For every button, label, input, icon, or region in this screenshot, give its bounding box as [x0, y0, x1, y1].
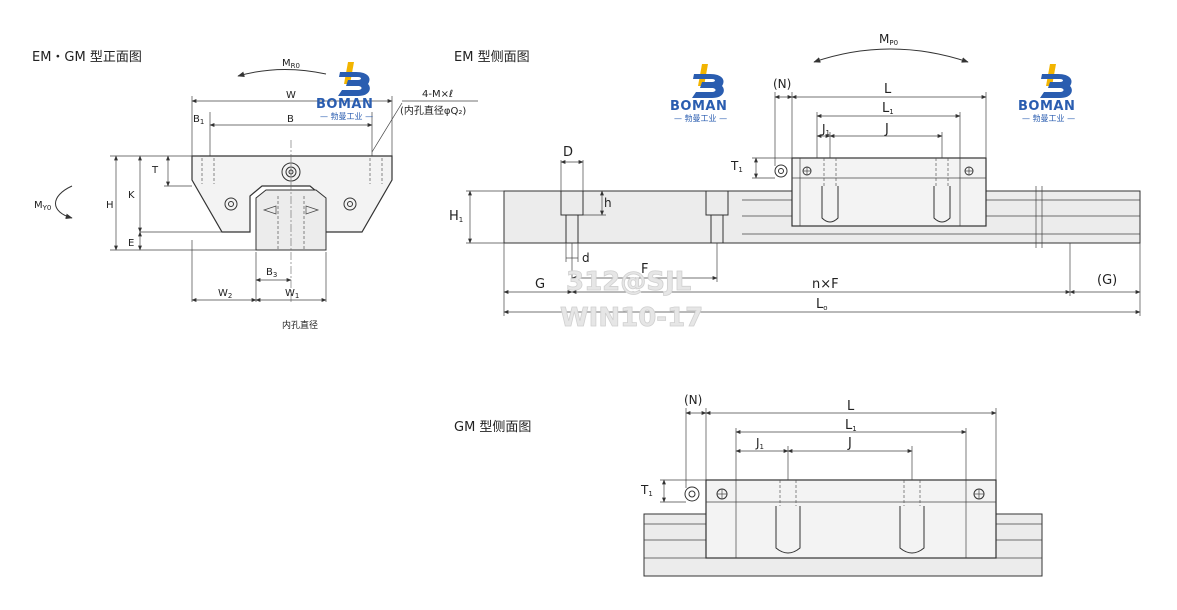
svg-text:— 勃曼工业 —: — 勃曼工业 — — [674, 113, 727, 123]
em-j1-label: J1 — [821, 122, 830, 137]
mp0-label: MP0 — [879, 32, 898, 47]
gm-carriage — [705, 479, 997, 559]
svg-text:BOMAN: BOMAN — [1018, 99, 1075, 114]
boman-logo-1: BOMAN — 勃曼工业 — — [316, 62, 373, 121]
moment-my0-arrow — [55, 185, 73, 220]
em-nf-label: n×F — [812, 277, 839, 292]
em-gp-label: (G) — [1097, 273, 1117, 288]
boman-logo-2: BOMAN — 勃曼工业 — — [670, 64, 727, 123]
em-g-label: G — [535, 277, 545, 292]
gm-j-label: J — [847, 436, 852, 451]
em-j-label: J — [884, 122, 889, 137]
em-grease-nipple — [774, 164, 788, 178]
em-h1-label: H1 — [449, 209, 463, 224]
svg-text:— 勃曼工业 —: — 勃曼工业 — — [320, 111, 373, 121]
w-label: W — [286, 90, 296, 101]
boman-logo-3: BOMAN — 勃曼工业 — — [1018, 64, 1075, 123]
em-l1-label: L1 — [882, 101, 894, 116]
em-l0-label: Lo — [816, 297, 828, 312]
em-n-label: (N) — [773, 77, 791, 91]
b-label: B — [287, 114, 294, 125]
em-l-label: L — [884, 82, 892, 97]
mr0-label: MR0 — [282, 58, 300, 70]
b1-label: B1 — [193, 114, 204, 126]
w2-label: W2 — [218, 288, 232, 300]
em-d-label: D — [563, 145, 573, 160]
watermark-line-1: 312@SJL — [566, 267, 691, 297]
grease-nipple — [281, 162, 301, 182]
em-d-small-label: d — [582, 251, 590, 265]
k-label: K — [128, 190, 135, 201]
svg-text:BOMAN: BOMAN — [316, 97, 373, 112]
w1-label: W1 — [285, 288, 299, 300]
e-label: E — [128, 238, 134, 249]
gm-grease-nipple — [684, 486, 700, 502]
svg-text:— 勃曼工业 —: — 勃曼工业 — — [1022, 113, 1075, 123]
em-f-label: F — [641, 262, 648, 277]
front-view: MR0 W B B1 4-M×ℓ (内孔直径φQ₂) — [34, 58, 478, 331]
gm-n-label: (N) — [684, 393, 702, 407]
h-label: H — [106, 200, 114, 211]
moment-mr0-arrow — [237, 69, 327, 77]
em-carriage — [791, 157, 987, 227]
gm-side-view-title: GM 型侧面图 — [454, 420, 531, 435]
em-side-view: MP0 (N) L — [449, 32, 1141, 316]
gm-l1-label: L1 — [845, 418, 857, 433]
bolt-note: 4-M×ℓ — [422, 89, 453, 100]
gm-j1-label: J1 — [755, 436, 764, 451]
gm-l-label: L — [847, 399, 855, 414]
em-t1-label: T1 — [730, 159, 743, 174]
moment-mp0-arrow — [813, 48, 969, 63]
b3-label: B3 — [266, 267, 277, 279]
gm-t1-label: T1 — [640, 483, 653, 498]
front-view-title: EM・GM 型正面图 — [32, 50, 142, 65]
svg-text:BOMAN: BOMAN — [670, 99, 727, 114]
watermark-line-2: WIN10-17 — [560, 303, 703, 333]
gm-side-view: (N) L L1 J1 J T1 — [640, 393, 1043, 577]
bore-note: (内孔直径φQ₂) — [400, 104, 466, 117]
em-h-label: h — [604, 196, 612, 210]
t-label: T — [151, 165, 159, 176]
my0-label: MY0 — [34, 200, 51, 212]
front-caption: 内孔直径 — [282, 319, 318, 331]
em-side-view-title: EM 型侧面图 — [454, 50, 530, 65]
